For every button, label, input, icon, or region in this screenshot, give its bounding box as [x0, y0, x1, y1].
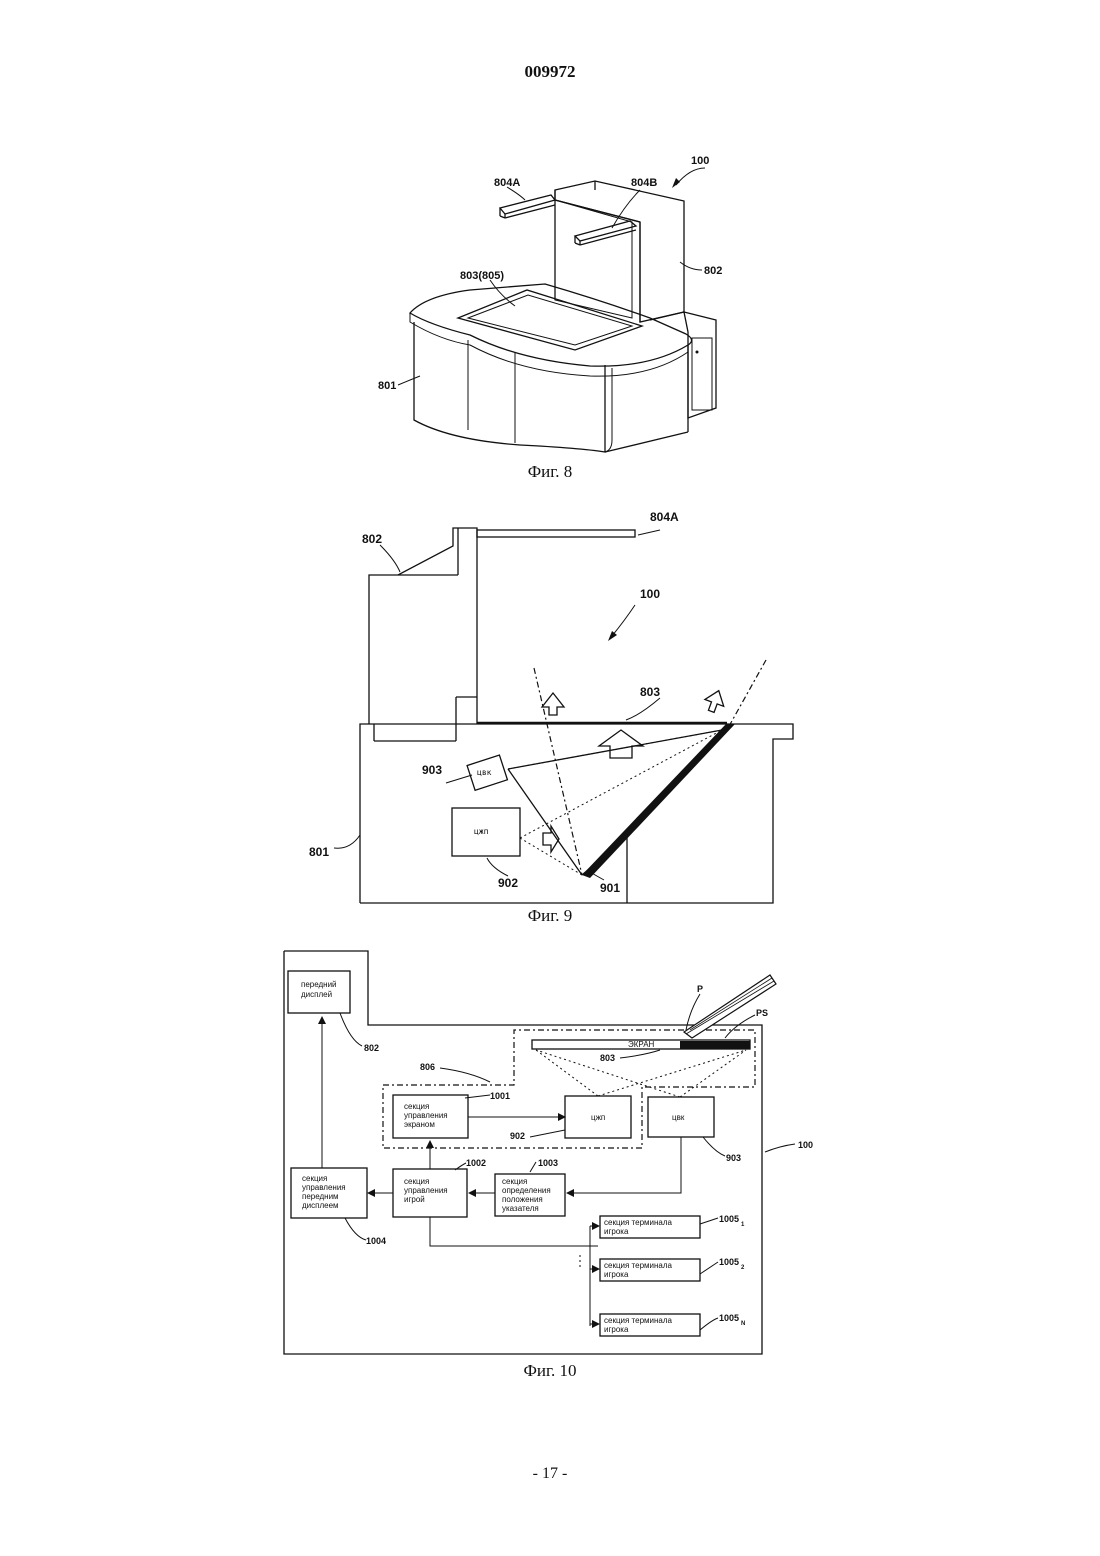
- fig10-terminal1-1: секция терминала: [604, 1218, 673, 1227]
- fig10-label-100: 100: [798, 1140, 813, 1150]
- fig10-game-ctrl-2: управления: [404, 1186, 448, 1195]
- fig10-screen-ctrl-3: экраном: [404, 1120, 435, 1129]
- fig10-terminal2-2: игрока: [604, 1270, 629, 1279]
- fig10-label-903: 903: [726, 1153, 741, 1163]
- fig10-terminaln-1: секция терминала: [604, 1316, 673, 1325]
- fig10-label-1003: 1003: [538, 1158, 558, 1168]
- fig10-label-1005-n-sub: N: [741, 1321, 745, 1327]
- fig10-label-802: 802: [364, 1043, 379, 1053]
- fig10-game-ctrl-1: секция: [404, 1177, 429, 1186]
- fig10-label-ps: PS: [756, 1008, 768, 1018]
- fig10-front-display-2: дисплей: [301, 990, 332, 999]
- fig10-screen-label: ЭКРАН: [628, 1040, 655, 1049]
- fig10-front-display-1: передний: [301, 980, 337, 989]
- fig10-terminal2-1: секция терминала: [604, 1261, 673, 1270]
- fig10-label-1005-2-sub: 2: [741, 1265, 745, 1271]
- fig10-label-1002: 1002: [466, 1158, 486, 1168]
- fig10-box-cvk: цвк: [672, 1113, 685, 1122]
- fig10-label-1005-1: 1005: [719, 1214, 739, 1224]
- fig10-label-1004: 1004: [366, 1236, 386, 1246]
- page-number: - 17 -: [0, 1465, 1100, 1483]
- fig10-screen-ctrl-1: секция: [404, 1102, 429, 1111]
- fig10-label-p: P: [697, 984, 703, 994]
- fig10-label-1001: 1001: [490, 1091, 510, 1101]
- fig10-game-ctrl-3: игрой: [404, 1195, 425, 1204]
- fig10-label-1005-1-sub: 1: [741, 1222, 745, 1228]
- fig10-front-ctrl-2: управления: [302, 1183, 346, 1192]
- fig10-front-ctrl-4: дисплеем: [302, 1201, 339, 1210]
- fig10-pointer-2: определения: [502, 1186, 551, 1195]
- fig10-label-1005-2: 1005: [719, 1257, 739, 1267]
- fig10-label-806: 806: [420, 1062, 435, 1072]
- fig10-front-ctrl-1: секция: [302, 1174, 327, 1183]
- fig10-pointer-3: положения: [502, 1195, 543, 1204]
- fig10-terminal1-2: игрока: [604, 1227, 629, 1236]
- fig10-box-czhp: цжп: [591, 1113, 605, 1122]
- fig10-front-ctrl-3: передним: [302, 1192, 339, 1201]
- fig10-caption: Фиг. 10: [450, 1361, 650, 1381]
- fig10-label-803: 803: [600, 1053, 615, 1063]
- fig10-label-902: 902: [510, 1131, 525, 1141]
- fig10-pointer-4: указателя: [502, 1204, 539, 1213]
- fig10-label-1005-n: 1005: [719, 1313, 739, 1323]
- fig10-pointer-1: секция: [502, 1177, 527, 1186]
- fig10-terminaln-2: игрока: [604, 1325, 629, 1334]
- fig10-screen-ctrl-2: управления: [404, 1111, 448, 1120]
